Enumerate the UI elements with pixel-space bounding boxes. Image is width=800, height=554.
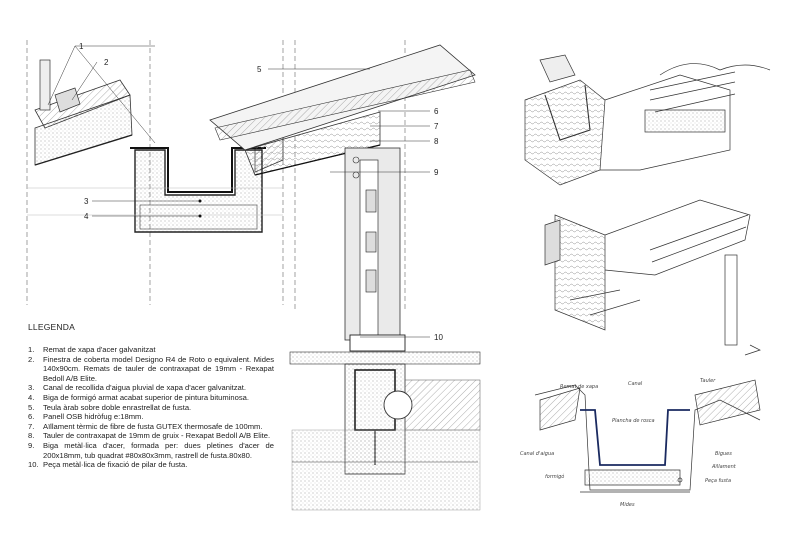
legend-item-number: 5. xyxy=(28,402,35,412)
sketch-note-3: Tauler xyxy=(700,378,716,384)
legend-item: 10. Peça metàl·lica de fixació de pilar d… xyxy=(28,460,274,470)
sketch-note-7: Peça fusta xyxy=(705,478,731,484)
legend-item-number: 3. xyxy=(28,383,35,393)
callout-9: 9 xyxy=(434,168,439,177)
legend-item: 8. Tauler de contraxapat de 19mm de gruix… xyxy=(28,431,274,441)
legend-item: 3. Canal de recollida d'aigua pluvial de … xyxy=(28,383,274,393)
sketch-note-4: Plancha de rosca xyxy=(612,418,655,424)
legend-item-number: 8. xyxy=(28,431,35,441)
legend-item-number: 1. xyxy=(28,345,35,354)
legend-title: LLEGENDA xyxy=(28,322,75,332)
callout-10: 10 xyxy=(434,333,443,342)
legend-item-text: Teula àrab sobre doble enrastrellat de f… xyxy=(43,402,192,412)
legend-item-text: Canal de recollida d'aigua pluvial de xa… xyxy=(43,383,246,393)
legend-item-number: 7. xyxy=(28,421,35,431)
sketch-note-6: Aïllament xyxy=(711,464,737,470)
legend-item-number: 9. xyxy=(28,440,35,450)
callout-2: 2 xyxy=(104,58,109,67)
legend-item-text: Remat de xapa d'acer galvanitzat xyxy=(43,345,156,354)
callout-5: 5 xyxy=(257,65,262,74)
sketch-note-1: Remat de xapa xyxy=(560,384,598,390)
legend-item-text: Biga metàl·lica d'acer, formada per: due… xyxy=(43,440,274,460)
legend-item-text: Tauler de contraxapat de 19mm de gruix -… xyxy=(43,431,271,441)
legend-item: 4. Biga de formigó armat acabat superior … xyxy=(28,393,274,403)
legend-item: 1. Remat de xapa d'acer galvanitzat xyxy=(28,345,274,355)
callout-3: 3 xyxy=(84,197,89,206)
legend-item: 7. Aïllament tèrmic de fibre de fusta GUT… xyxy=(28,422,274,432)
legend-list: 1. Remat de xapa d'acer galvanitzat 2. Fine… xyxy=(28,345,274,470)
sketch-eaves-perspective xyxy=(544,199,761,356)
callout-4: 4 xyxy=(84,212,89,221)
eaves-section-detail xyxy=(209,40,481,511)
legend-item: 5. Teula àrab sobre doble enrastrellat de… xyxy=(28,403,274,413)
legend-item-number: 10. xyxy=(28,460,39,470)
gutter-section-detail xyxy=(26,40,284,305)
legend-item-number: 4. xyxy=(28,392,35,402)
sketch-note-10: Mides xyxy=(620,502,635,508)
legend-item-number: 6. xyxy=(28,412,35,422)
sketch-note-5: Bigues xyxy=(715,451,732,457)
legend-item-text: Panell OSB hidròfug e:18mm. xyxy=(43,412,144,422)
legend-item: 6. Panell OSB hidròfug e:18mm. xyxy=(28,412,274,422)
sketch-note-2: Canal xyxy=(628,381,643,387)
legend-item-text: Peça metàl·lica de fixació de pilar de f… xyxy=(43,460,188,470)
sketch-note-9: Canal d'aigua xyxy=(520,451,554,457)
callout-8: 8 xyxy=(434,137,439,146)
legend-item: 9. Biga metàl·lica d'acer, formada per: d… xyxy=(28,441,274,460)
callout-7: 7 xyxy=(434,122,439,131)
legend-item: 2. Finestra de coberta model Designo R4 d… xyxy=(28,355,274,384)
legend-item-text: Aïllament tèrmic de fibre de fusta GUTEX… xyxy=(43,421,263,431)
legend-item-number: 2. xyxy=(28,354,35,364)
sketch-gutter-axonometric xyxy=(524,54,771,186)
legend-item-text: Finestra de coberta model Designo R4 de … xyxy=(43,354,274,383)
sketch-note-8: formigó xyxy=(545,473,564,480)
legend-item-text: Biga de formigó armat acabat superior de… xyxy=(43,392,249,402)
callout-6: 6 xyxy=(434,107,439,116)
sketch-gutter-section xyxy=(534,379,761,493)
callout-1: 1 xyxy=(79,42,84,51)
